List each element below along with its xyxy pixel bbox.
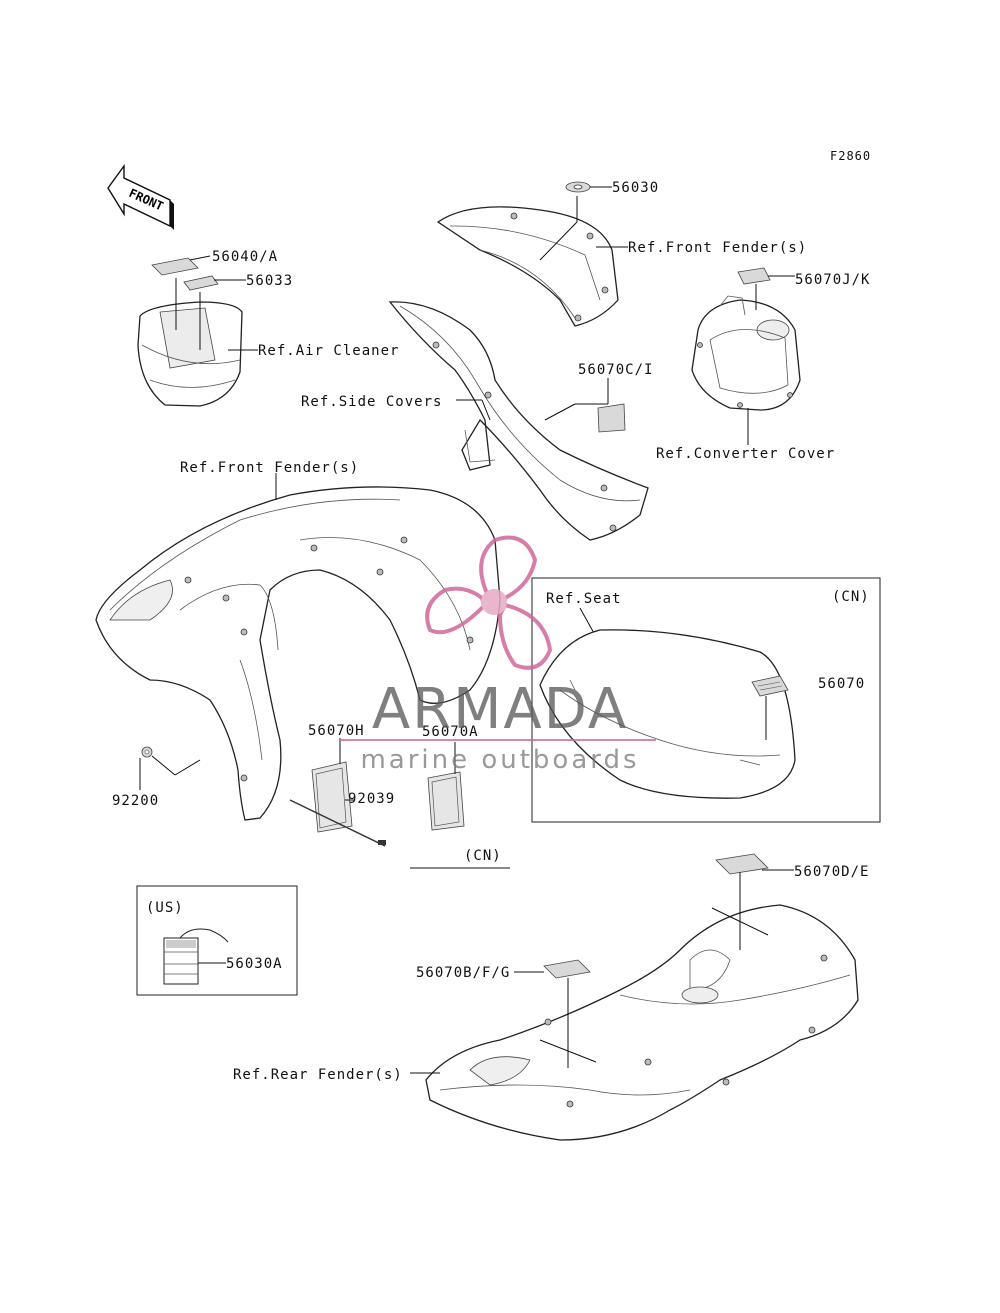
- label-56030: 56030: [612, 180, 659, 196]
- decal-56070bfg-icon: [543, 959, 591, 979]
- label-side-covers: Ref.Side Covers: [301, 394, 442, 410]
- label-56070h: 56070H: [308, 723, 365, 739]
- label-converter-cover: Ref.Converter Cover: [656, 446, 835, 462]
- decal-56070-icon: [751, 675, 789, 697]
- label-cn-mid: (CN): [464, 848, 502, 864]
- label-56070: 56070: [818, 676, 865, 692]
- watermark-brand: ARMADA: [372, 677, 628, 742]
- label-56070a: 56070A: [422, 724, 479, 740]
- label-56070ci: 56070C/I: [578, 362, 653, 378]
- label-56070de: 56070D/E: [794, 864, 869, 880]
- seat-part: [539, 629, 796, 799]
- armada-watermark: ARMADA marine outboards: [340, 535, 656, 775]
- grommet-56030-icon: [565, 181, 591, 193]
- front-arrow-icon: FRONT: [107, 163, 174, 230]
- tag-56030a-icon: [163, 928, 229, 985]
- decal-56070a-icon: [427, 771, 465, 831]
- front-fender-main-part: [95, 486, 501, 821]
- label-us: (US): [146, 900, 184, 916]
- label-cn-seat: (CN): [832, 589, 870, 605]
- label-front-fender-main: Ref.Front Fender(s): [180, 460, 359, 476]
- label-92200: 92200: [112, 793, 159, 809]
- seat-cn-box: [531, 577, 881, 823]
- side-covers-part: [388, 301, 649, 541]
- decal-56033-icon: [183, 275, 219, 291]
- watermark-tagline: marine outboards: [360, 745, 639, 775]
- label-56033: 56033: [246, 273, 293, 289]
- figure-code: F2860: [830, 149, 871, 163]
- front-fender-top-part: [436, 206, 619, 327]
- decal-56040a-icon: [151, 257, 199, 276]
- label-rear-fender: Ref.Rear Fender(s): [233, 1067, 403, 1083]
- label-seat: Ref.Seat: [546, 591, 621, 607]
- label-56040a: 56040/A: [212, 249, 278, 265]
- decal-56070ci-icon: [597, 403, 626, 433]
- propeller-logo-icon: [425, 535, 553, 670]
- converter-cover-part: [691, 295, 801, 411]
- decal-56070de-icon: [715, 853, 769, 875]
- rear-fender-part: [425, 904, 859, 1141]
- clip-92200-icon: [141, 746, 153, 758]
- label-front-fender-top: Ref.Front Fender(s): [628, 240, 807, 256]
- tie-92039-icon: [289, 799, 386, 847]
- label-56070bfg: 56070B/F/G: [416, 965, 510, 981]
- label-92039: 92039: [348, 791, 395, 807]
- label-56030a: 56030A: [226, 956, 283, 972]
- us-box: [136, 885, 298, 996]
- label-air-cleaner: Ref.Air Cleaner: [258, 343, 399, 359]
- label-56070jk: 56070J/K: [795, 272, 870, 288]
- decal-56070h-icon: [311, 761, 353, 833]
- decal-56070jk-icon: [737, 267, 771, 285]
- air-cleaner-part: [137, 301, 243, 407]
